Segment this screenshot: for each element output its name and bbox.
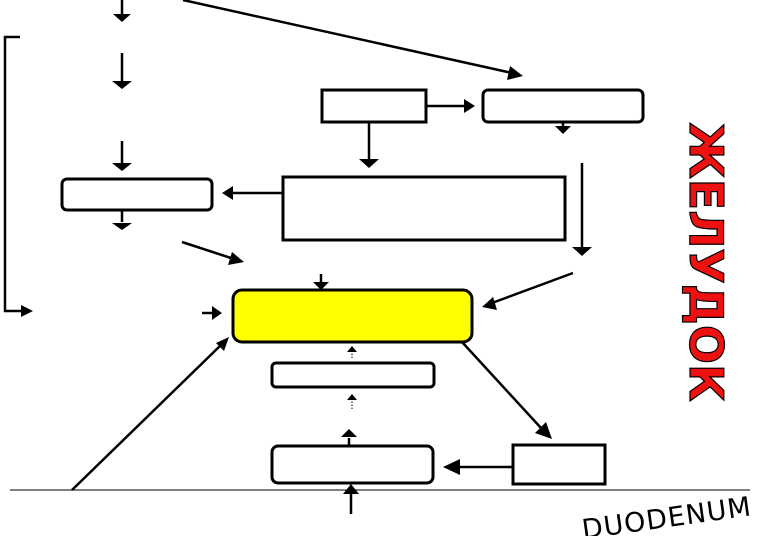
arrow-head-icon: [464, 99, 475, 113]
box-top-right: [481, 88, 645, 124]
arrow-head-icon: [359, 159, 379, 168]
arrow-diag-bottom-left: [71, 344, 222, 491]
box-top-center: [320, 88, 428, 124]
organ-label-bottom: DUODENUM: [580, 491, 754, 536]
arrow-head-icon: [216, 337, 229, 351]
arrow-head-icon: [343, 484, 359, 494]
arrow-head-icon: [112, 223, 132, 230]
box-highlight: [231, 288, 474, 344]
arrow-head-icon: [482, 297, 497, 310]
organ-label-top: ЖЕЛУДОК: [679, 122, 733, 401]
box-large-center: [281, 175, 567, 242]
arrow-diag-right: [491, 271, 574, 305]
arrow-diag-left: [181, 240, 235, 261]
arrow-head-icon: [535, 422, 552, 439]
arrow-head-icon: [555, 126, 571, 134]
arrow-head-icon: [347, 346, 357, 352]
left-bracket: [3, 35, 24, 313]
arrow-head-icon: [21, 305, 33, 317]
arrow-head-icon: [313, 282, 329, 290]
arrow-head-icon: [341, 429, 357, 437]
arrow-head-icon: [228, 252, 244, 265]
box-left: [60, 177, 214, 212]
arrow-head-icon: [572, 247, 592, 256]
arrow-head-icon: [443, 459, 460, 475]
arrow-head-icon: [222, 186, 233, 200]
box-small-middle: [270, 361, 436, 389]
arrow-head-icon: [113, 14, 131, 22]
arrow-head-icon: [507, 66, 523, 80]
box-bottom-right: [511, 443, 607, 486]
arrow-head-icon: [112, 163, 132, 171]
arrow-head-icon: [112, 81, 132, 89]
arrow-head-icon: [212, 306, 222, 320]
arrow-highlight-to-bottomright: [461, 341, 542, 429]
box-bottom-center: [270, 444, 435, 485]
arrow-diag-top: [182, 0, 513, 75]
arrow-head-icon: [347, 394, 357, 400]
